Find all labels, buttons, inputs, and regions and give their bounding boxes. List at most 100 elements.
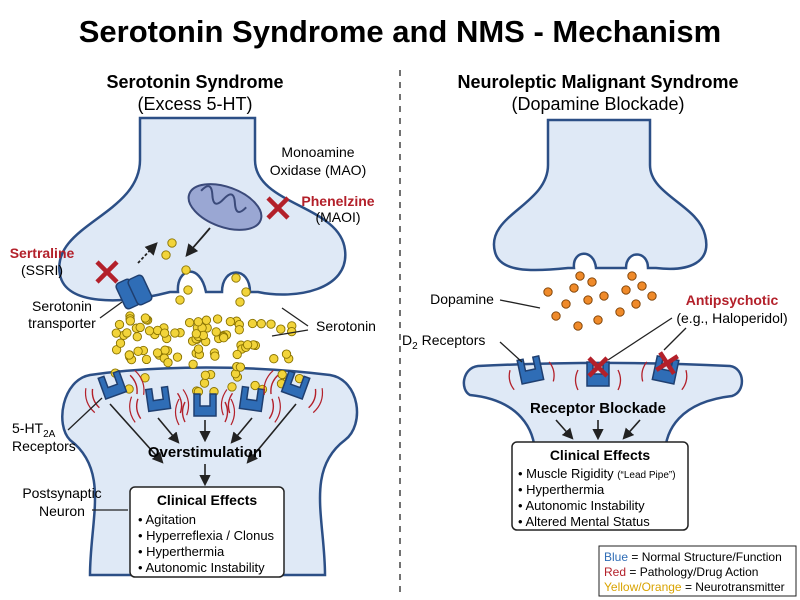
signal-arc	[308, 388, 317, 409]
dopamine-molecule	[575, 271, 585, 281]
transporter-leader	[99, 301, 123, 319]
d2-rest: Receptors	[418, 332, 486, 348]
signal-arc	[134, 369, 145, 395]
legend-red-text: = Pathology/Drug Action	[626, 565, 758, 579]
serotonin-molecule	[133, 346, 143, 356]
serotonin-molecule	[188, 359, 198, 369]
legend-blue-key: Blue	[604, 550, 628, 564]
serotonin-molecule	[161, 250, 171, 260]
right-effect-rigidity: • Muscle Rigidity	[518, 466, 617, 481]
serotonin-molecule	[225, 316, 236, 327]
antipsychotic-label: Antipsychotic	[686, 292, 779, 308]
right-effect-leadpipe: (“Lead Pipe”)	[617, 470, 675, 481]
diagram-title: Serotonin Syndrome and NMS - Mechanism	[79, 14, 721, 49]
right-presynaptic-terminal	[492, 118, 708, 272]
serotonin-molecule	[269, 354, 279, 364]
mao-arrow	[185, 227, 211, 257]
serotonin-molecule	[250, 380, 260, 391]
serotonin-molecule	[277, 369, 287, 380]
serotonin-molecule	[266, 319, 276, 329]
legend-red-key: Red	[604, 565, 626, 579]
dopamine-molecule	[543, 287, 553, 297]
serotonin-molecule	[140, 313, 151, 323]
serotonin-leader-1	[281, 307, 309, 327]
antipsychotic-leader-2	[663, 327, 687, 351]
phenelzine-block-icon	[266, 196, 290, 220]
overstimulation-arrows	[109, 403, 297, 464]
serotonin-molecule	[191, 329, 201, 339]
5ht2a-main: 5-HT	[12, 420, 44, 436]
dopamine-molecule	[583, 295, 593, 305]
phenelzine-label: Phenelzine	[301, 193, 374, 209]
dopamine-molecule	[631, 299, 641, 309]
right-effect-item: • Altered Mental Status	[518, 514, 650, 529]
signal-arc	[227, 392, 234, 414]
serotonin-molecule	[247, 318, 258, 329]
right-effects-title: Clinical Effects	[550, 447, 651, 463]
dopamine-molecule	[551, 311, 561, 321]
sertraline-block-icon	[95, 260, 119, 284]
signal-arc	[129, 374, 138, 395]
serotonin-molecule	[135, 322, 145, 333]
left-heading: Serotonin Syndrome	[106, 72, 283, 92]
signal-arc	[181, 401, 186, 423]
signal-arc	[270, 374, 279, 395]
right-subheading: (Dopamine Blockade)	[511, 94, 684, 114]
d2-sub: 2	[412, 341, 418, 352]
serotonin-molecule	[122, 328, 132, 338]
serotonin-molecule	[234, 325, 244, 335]
d2-receptors	[508, 351, 688, 391]
dopamine-molecule	[587, 277, 597, 287]
serotonin-molecule	[200, 370, 211, 380]
dopamine-molecule	[637, 281, 647, 291]
serotonin-molecule	[115, 338, 126, 348]
serotonin-molecule	[144, 326, 155, 336]
serotonin-molecule	[141, 354, 152, 365]
dopamine-molecule	[621, 285, 631, 295]
serotonin-molecule	[163, 357, 173, 368]
dopamine-leader	[499, 299, 541, 309]
left-effect-item: • Agitation	[138, 512, 196, 527]
left-effects-title: Clinical Effects	[157, 492, 258, 508]
d2-label: D2 Receptors	[402, 332, 485, 352]
serotonin-molecule	[125, 316, 135, 326]
receptor	[263, 369, 324, 414]
serotonin-molecule	[227, 382, 237, 392]
receptor	[220, 385, 281, 423]
dopamine-molecules	[543, 271, 657, 331]
right-heading: Neuroleptic Malignant Syndrome	[457, 72, 738, 92]
dopamine-label: Dopamine	[430, 291, 494, 307]
signal-arc	[182, 389, 190, 416]
signal-arc	[220, 389, 228, 416]
signal-arc	[84, 388, 96, 414]
sertraline-label: Sertraline	[10, 245, 75, 261]
dopamine-molecule	[569, 283, 579, 293]
dopamine-molecule	[647, 291, 657, 301]
serotonin-molecule	[152, 348, 163, 358]
serotonin-molecule	[170, 328, 180, 338]
receptor-body	[193, 393, 217, 417]
left-effect-item: • Hyperthermia	[138, 544, 225, 559]
right-effect-item: • Muscle Rigidity (“Lead Pipe”)	[518, 466, 676, 481]
legend-blue-text: = Normal Structure/Function	[628, 550, 782, 564]
legend-blue: Blue = Normal Structure/Function	[604, 550, 782, 564]
serotonin-molecule	[210, 351, 220, 361]
serotonin-molecule	[175, 295, 185, 305]
transporter-label-line2: transporter	[28, 315, 96, 331]
signal-arc	[174, 398, 180, 426]
blockade-arrows	[555, 419, 641, 441]
right-effects-box	[511, 441, 689, 531]
signal-arc	[274, 396, 281, 423]
mao-label-line1: Monoamine	[281, 144, 354, 160]
serotonin-molecule	[276, 324, 286, 334]
legend-yellow-text: = Neurotransmitter	[682, 580, 785, 594]
signal-arc	[224, 401, 229, 423]
signal-arc	[230, 398, 236, 426]
dopamine-molecule	[561, 299, 571, 309]
signal-arc	[641, 361, 648, 382]
dopamine-molecule	[599, 291, 609, 301]
serotonin-molecule	[167, 238, 177, 248]
signal-arc	[263, 369, 274, 395]
